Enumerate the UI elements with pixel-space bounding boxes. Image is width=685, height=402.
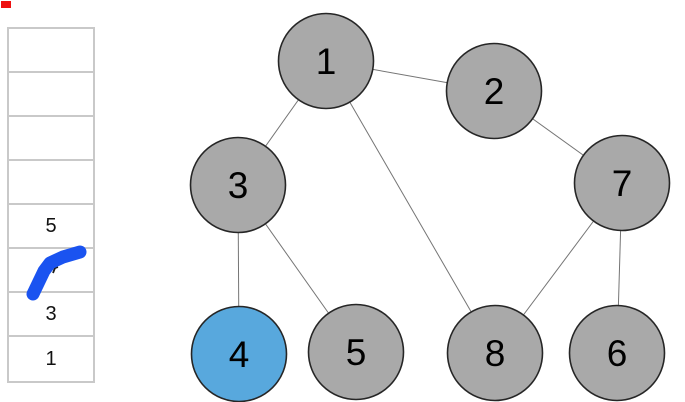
graph-node-label: 3 xyxy=(228,165,249,206)
stack-cell-value: 5 xyxy=(45,214,57,237)
graph-edge-1-8 xyxy=(325,60,496,354)
graph-node-label: 6 xyxy=(607,333,628,374)
graph-node-1[interactable] xyxy=(277,12,375,110)
stack-cell xyxy=(9,29,93,73)
graph-node-label: 7 xyxy=(612,163,633,204)
scribble-annotation xyxy=(26,245,87,301)
graph-node-2[interactable] xyxy=(445,42,543,140)
stack-cell-value: 3 xyxy=(45,302,57,325)
graph-node-7[interactable] xyxy=(573,134,671,232)
graph-node-6[interactable] xyxy=(568,304,666,402)
graph-node-label: 5 xyxy=(346,332,367,373)
stack-cell xyxy=(9,117,93,161)
stack-cell xyxy=(9,161,93,205)
graph-node-8[interactable] xyxy=(446,304,544,402)
hidden-digit-remnant xyxy=(52,266,59,274)
graph-node-label: 1 xyxy=(316,41,337,82)
stack-cell: 1 xyxy=(9,337,93,381)
stack-cell: 5 xyxy=(9,205,93,249)
graph-node-5[interactable] xyxy=(307,303,405,401)
stack-cell xyxy=(9,249,93,293)
stack-panel: 5 3 1 xyxy=(7,27,95,383)
graph-node-label: 2 xyxy=(484,71,505,112)
graph-node-label: 4 xyxy=(229,334,250,375)
record-indicator-dot xyxy=(1,1,11,8)
stack-cell xyxy=(9,73,93,117)
graph-node-3[interactable] xyxy=(189,136,287,234)
graph-node-label: 8 xyxy=(485,333,506,374)
stack-cell-value: 1 xyxy=(45,347,57,370)
stack-cell: 3 xyxy=(9,293,93,337)
